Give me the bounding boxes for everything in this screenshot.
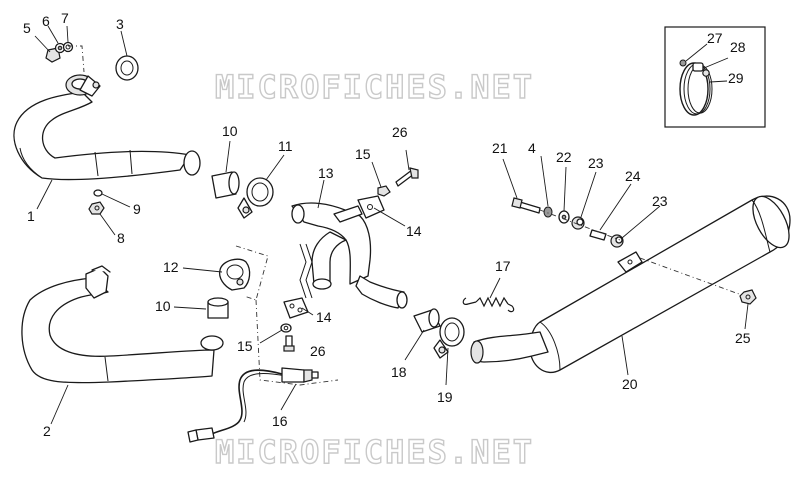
bolt-26-upper	[395, 167, 419, 187]
callout-6: 6	[42, 13, 50, 29]
stud-nut-washer-5-6-7	[45, 41, 85, 73]
exhaust-header-pipe-1	[13, 74, 201, 181]
callout-13: 13	[318, 165, 334, 181]
muffler-20	[470, 195, 791, 373]
callout-26-lower: 26	[310, 343, 326, 359]
callout-11: 11	[278, 138, 293, 154]
callout-14-lower: 14	[316, 309, 332, 325]
exhaust-header-pipe-2	[21, 265, 224, 384]
inset-clamp-box	[664, 26, 766, 128]
fastener-axis-line	[539, 209, 621, 241]
callout-20: 20	[622, 376, 638, 392]
lock-washer-4	[543, 206, 553, 218]
callout-10-upper: 10	[222, 123, 238, 139]
callout-28: 28	[730, 39, 746, 55]
compensator-pipe-13	[291, 202, 408, 309]
callout-19: 19	[437, 389, 453, 405]
callout-10-lower: 10	[155, 298, 171, 314]
watermark-top: MICROFICHES.NET	[215, 68, 534, 106]
bushing-23-right	[610, 234, 624, 248]
callout-23-left: 23	[588, 155, 604, 171]
nut-15-lower	[280, 323, 292, 333]
callout-4: 4	[528, 140, 536, 156]
spacer-24	[589, 229, 607, 241]
callout-29: 29	[728, 70, 744, 86]
assembly-dash-line-b	[255, 299, 339, 386]
nut-8	[88, 201, 105, 215]
spring-17	[462, 296, 515, 313]
callout-3: 3	[116, 16, 124, 32]
leader-lines	[34, 25, 749, 425]
callout-25: 25	[735, 330, 751, 346]
gasket-ring-3	[115, 55, 139, 81]
callout-24: 24	[625, 168, 641, 184]
pipe-clamp-19	[433, 317, 465, 359]
callout-17: 17	[495, 258, 511, 274]
callout-21: 21	[492, 140, 508, 156]
callout-7: 7	[61, 10, 69, 26]
callout-14-upper: 14	[406, 223, 422, 239]
callout-12: 12	[163, 259, 179, 275]
assembly-dash-line-a	[235, 245, 269, 301]
callout-numbers: 1 2 3 4 5 6 7 8 9 10 10 11 12 13 14 14 1…	[23, 10, 751, 439]
bolt-26-lower	[283, 335, 295, 352]
callout-2: 2	[43, 423, 51, 439]
callout-26-upper: 26	[392, 124, 408, 140]
callout-27: 27	[707, 30, 723, 46]
lambda-sensor-16	[187, 367, 319, 443]
callout-15-lower: 15	[237, 338, 253, 354]
callout-23-right: 23	[652, 193, 668, 209]
sleeve-10-upper	[211, 171, 240, 199]
washer-9	[93, 189, 103, 197]
callout-15-upper: 15	[355, 146, 371, 162]
bracket-14-upper	[357, 195, 385, 219]
washer-22	[558, 210, 570, 224]
callout-9: 9	[133, 201, 141, 217]
callout-1: 1	[27, 208, 35, 224]
bushing-23-left	[571, 216, 585, 230]
nut-25	[739, 289, 757, 305]
callout-18: 18	[391, 364, 407, 380]
callout-5: 5	[23, 20, 31, 36]
watermark-bottom: MICROFICHES.NET	[215, 433, 534, 471]
bracket-14-lower	[283, 297, 309, 319]
callout-8: 8	[117, 230, 125, 246]
sleeve-18	[413, 308, 441, 333]
pipe-clamp-11	[237, 177, 274, 219]
screw-21	[511, 197, 541, 214]
sleeve-10-lower	[207, 297, 229, 319]
pipe-clamp-12	[218, 258, 251, 291]
callout-22: 22	[556, 149, 572, 165]
callout-16: 16	[272, 413, 288, 429]
nut-15-upper	[377, 185, 391, 197]
